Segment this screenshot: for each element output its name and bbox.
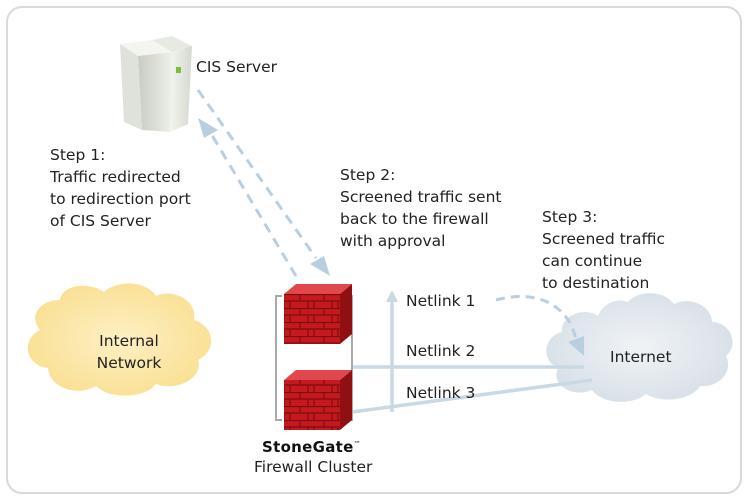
step-2-line-2: back to the firewall [340,210,489,228]
step-1-line-1: Traffic redirected [50,168,181,186]
netlink-1-label: Netlink 1 [406,292,476,310]
step-2-line-3: with approval [340,232,446,250]
firewall-node-1-icon [284,284,352,344]
cis-server-label: CIS Server [196,58,277,76]
step-3-line-1: Screened traffic [542,230,666,248]
step-2-title: Step 2: [340,166,396,184]
step-3-title: Step 3: [542,208,598,226]
step-2-line-1: Screened traffic sent [340,188,502,206]
step-1-title: Step 1: [50,146,106,164]
step-3-label: Step 3: Screened traffic can continue to… [542,206,665,294]
step2-arrow [196,89,330,276]
step1-arrow [198,118,298,277]
stonegate-brand-text: StoneGate [262,438,354,456]
step3-arrow [495,295,584,356]
internet-label: Internet [610,348,672,366]
firewall-cluster-caption: Firewall Cluster [254,458,373,476]
step-2-label: Step 2: Screened traffic sent back to th… [340,164,502,252]
step-1-label: Step 1: Traffic redirected to redirectio… [50,144,191,232]
netlink-up-arrowhead [386,290,398,302]
netlink-3-label: Netlink 3 [406,384,476,402]
stonegate-trademark: ™ [353,440,361,448]
step-1-line-3: of CIS Server [50,212,151,230]
internal-network-line-2: Network [96,354,162,372]
internet-cloud [546,293,733,402]
cis-server-icon [120,36,192,132]
firewall-node-2-icon [284,370,352,430]
internal-network-label: Internal Network [74,330,184,374]
stonegate-logo: StoneGate™ [262,438,361,456]
step-3-line-2: can continue [542,252,643,270]
netlink-2-label: Netlink 2 [406,342,476,360]
internal-network-cloud [27,283,212,396]
step-1-line-2: to redirection port [50,190,191,208]
internal-network-line-1: Internal [99,332,159,350]
step-3-line-3: to destination [542,274,650,292]
